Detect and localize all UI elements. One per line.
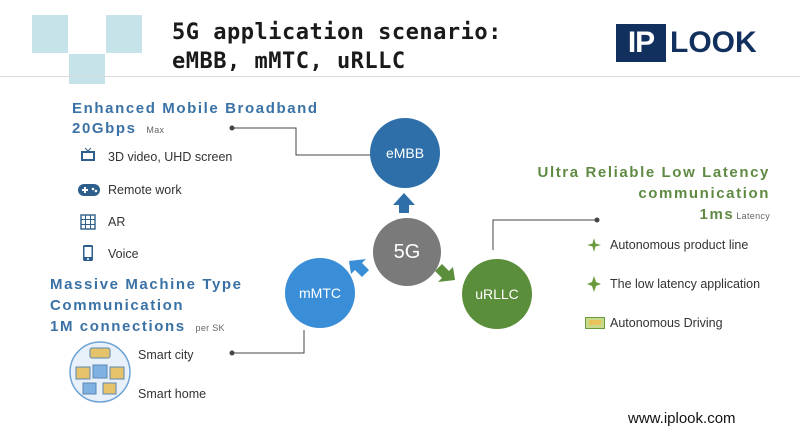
- gamepad-icon: [78, 184, 100, 196]
- mmtc-item: Smart city: [138, 348, 194, 362]
- embb-node-label: eMBB: [385, 145, 425, 161]
- embb-heading: Enhanced Mobile Broadband: [72, 100, 319, 117]
- tv-icon: [81, 147, 95, 161]
- mmtc-value-number: 1M connections: [50, 318, 186, 335]
- header-divider: [0, 76, 800, 77]
- mmtc-value: 1M connections per SK: [50, 318, 225, 335]
- decor-tile: [69, 54, 105, 84]
- ar-grid-icon: [80, 214, 96, 230]
- decor-tile: [32, 15, 68, 53]
- embb-item: Remote work: [108, 183, 182, 197]
- decor-tile: [106, 15, 142, 53]
- page-title: 5G application scenario: eMBB, mMTC, uRL…: [172, 18, 502, 76]
- embb-item: 3D video, UHD screen: [108, 150, 233, 164]
- mmtc-value-unit: per SK: [195, 323, 225, 333]
- urllc-item: The low latency application: [610, 277, 761, 291]
- footer-url: www.iplook.com: [628, 410, 736, 427]
- title-line-1: 5G application scenario:: [172, 20, 502, 45]
- arrow-right-icon: [435, 264, 455, 282]
- mmtc-node-label: mMTC: [299, 285, 341, 301]
- iplook-logo: IP LOOK: [616, 24, 776, 62]
- urllc-item: Autonomous Driving: [610, 316, 723, 330]
- title-line-2: eMBB, mMTC, uRLLC: [172, 49, 406, 74]
- product-line-icon: [587, 238, 601, 252]
- embb-node: eMBB: [370, 118, 440, 188]
- urllc-heading-line-2: communication: [638, 185, 770, 202]
- urllc-heading-line-1: Ultra Reliable Low Latency: [537, 164, 770, 181]
- embb-item: AR: [108, 215, 126, 229]
- embb-value-unit: Max: [146, 125, 165, 135]
- mmtc-item: Smart home: [138, 387, 207, 401]
- logo-look: LOOK: [670, 26, 757, 59]
- urllc-value-number: 1ms: [699, 206, 735, 223]
- urllc-value-unit: Latency: [736, 211, 770, 221]
- phone-icon: [83, 245, 93, 261]
- arrow-up-icon: [393, 193, 415, 213]
- urllc-node: uRLLC: [462, 259, 532, 329]
- arrow-left-icon: [349, 259, 369, 277]
- urllc-node-label: uRLLC: [475, 286, 519, 302]
- mmtc-heading-line-1: Massive Machine Type: [50, 276, 243, 293]
- urllc-item: Autonomous product line: [610, 238, 749, 252]
- center-5g-label: 5G: [393, 240, 421, 263]
- logo-ip: IP: [616, 24, 666, 62]
- mmtc-heading-line-2: Communication: [50, 297, 185, 314]
- center-5g-node: 5G: [373, 218, 441, 286]
- embb-value-number: 20Gbps: [72, 120, 137, 137]
- car-icon: [585, 317, 605, 329]
- mmtc-node: mMTC: [285, 258, 355, 328]
- smart-city-icon: [69, 341, 131, 403]
- embb-value: 20Gbps Max: [72, 120, 164, 137]
- embb-item: Voice: [108, 247, 139, 261]
- low-latency-icon: [587, 276, 601, 292]
